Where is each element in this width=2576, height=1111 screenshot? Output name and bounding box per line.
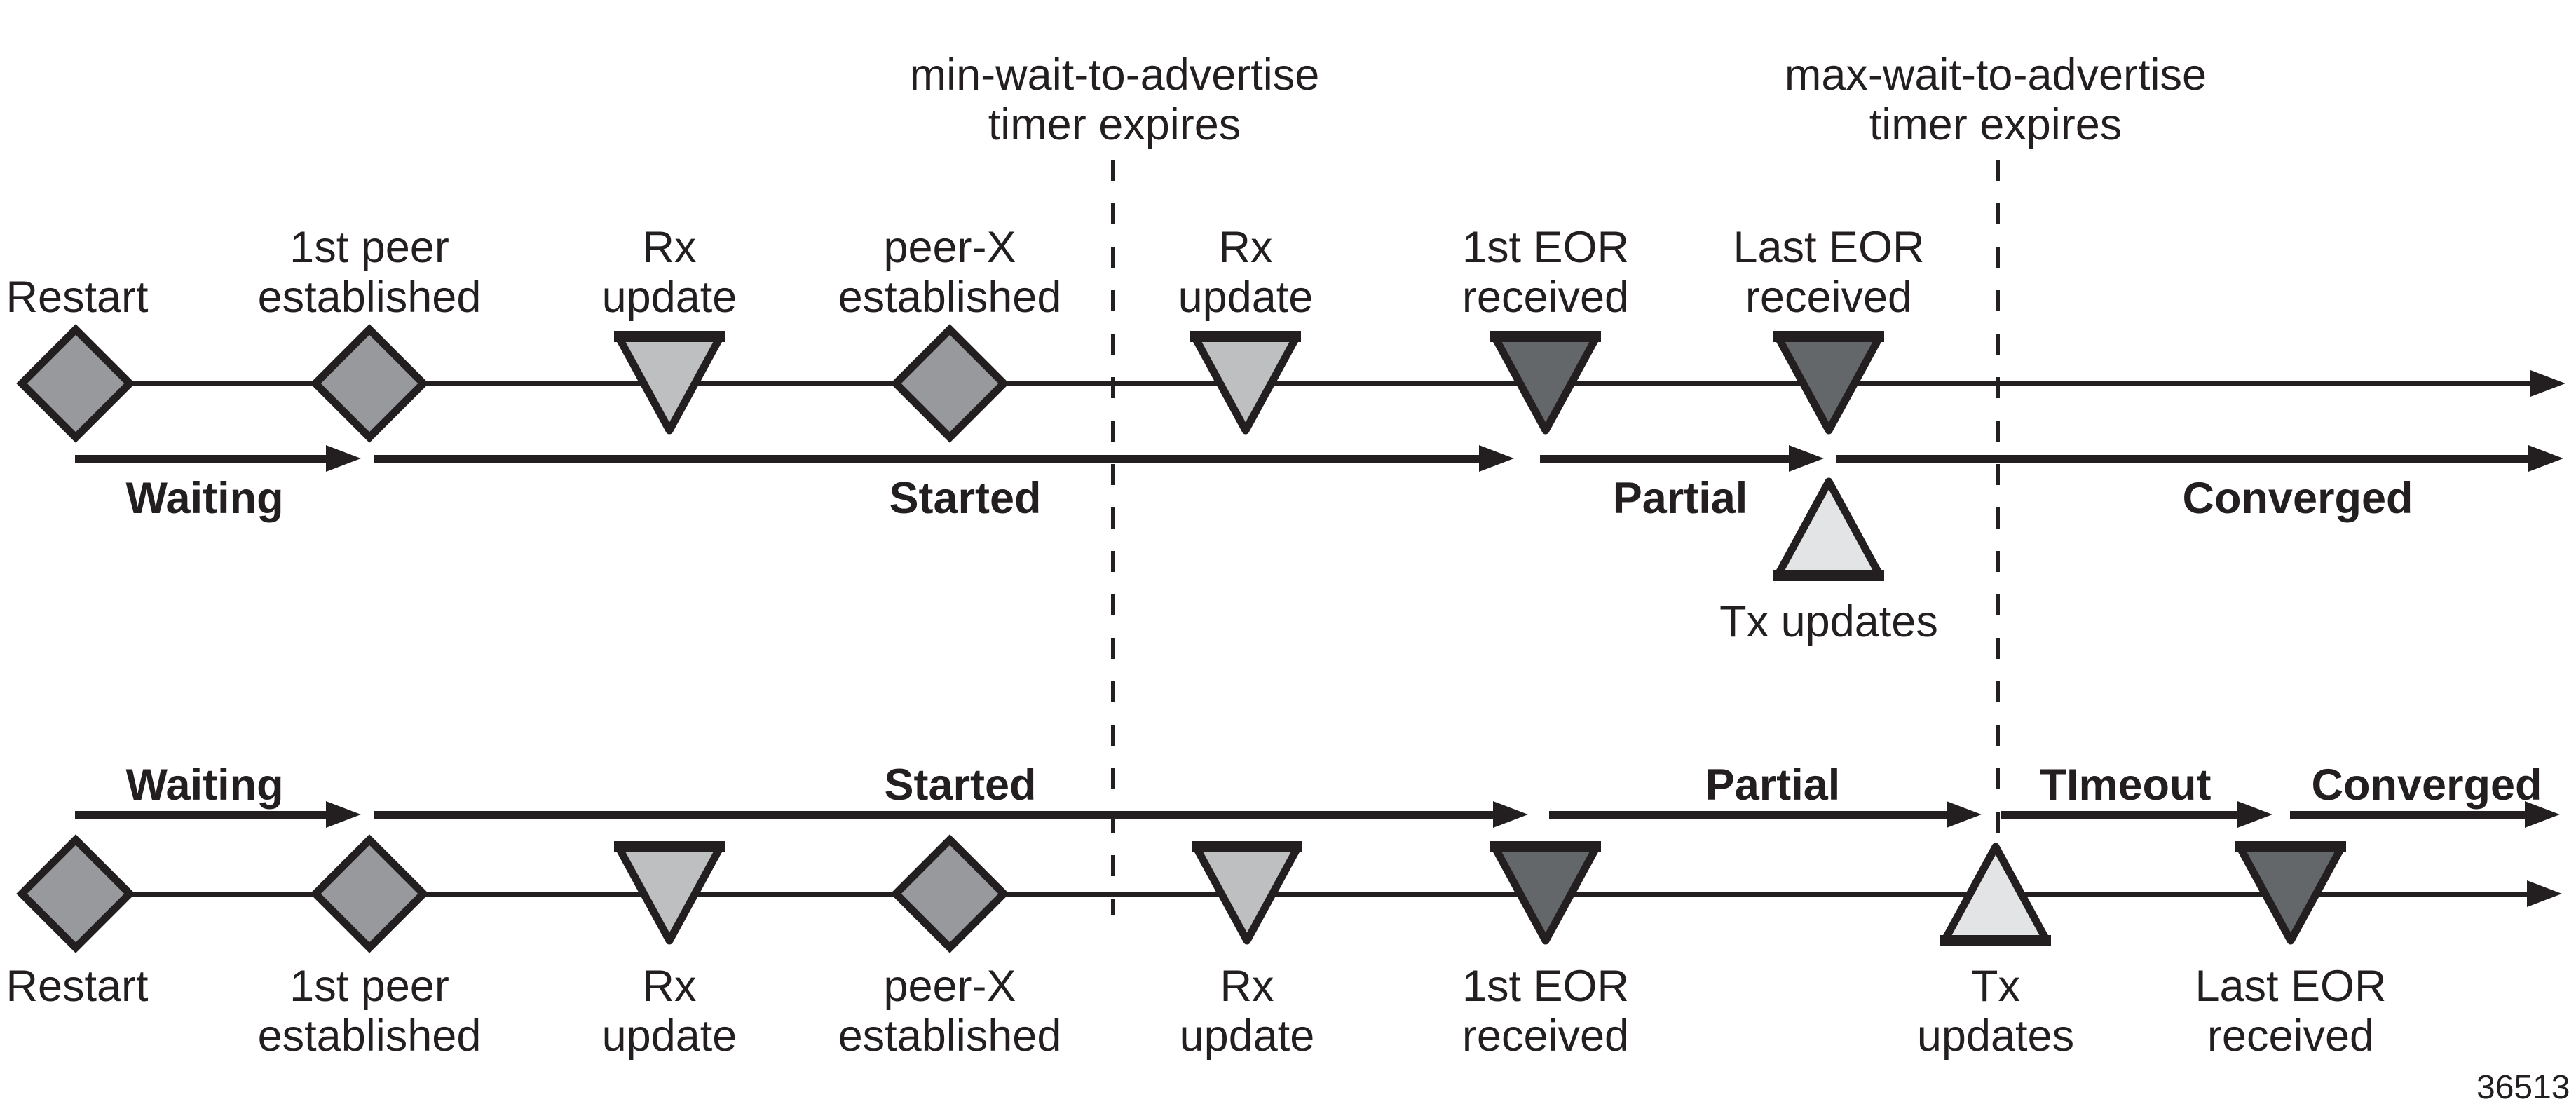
bottom-converged-arrow: [2290, 801, 2560, 828]
bottom-event-label-1st-eor: 1st EOR received: [1461, 962, 1630, 1061]
top-state-label-waiting: Waiting: [125, 474, 284, 523]
bottom-started-arrow: [374, 801, 1528, 828]
top-waiting-arrow: [75, 445, 361, 472]
bottom-event-label-rx-update-1: Rx update: [601, 962, 737, 1061]
top-event-label-rx-update-2: Rx update: [1178, 223, 1314, 322]
bottom-tx-updates-triangle-icon: [1936, 834, 2055, 953]
bottom-rx-update-2-triangle-icon: [1187, 834, 1307, 953]
top-started-arrow: [374, 445, 1514, 472]
top-rx-update-2-triangle-icon: [1186, 324, 1305, 443]
top-partial-arrow: [1540, 445, 1824, 472]
bottom-timeout-arrow: [2001, 801, 2272, 828]
top-event-label-1st-eor: 1st EOR received: [1461, 223, 1630, 322]
min-wait-timer-label: min-wait-to-advertise timer expires: [909, 50, 1320, 149]
top-event-label-peer-x: peer-X established: [838, 223, 1062, 322]
top-1st-peer-diamond-icon: [310, 324, 429, 443]
bottom-event-label-tx-updates: Tx updates: [1916, 962, 2075, 1061]
bottom-event-label-last-eor: Last EOR received: [2195, 962, 2387, 1061]
top-state-label-converged: Converged: [2182, 474, 2413, 523]
min-wait-dashed-line: [1111, 160, 1115, 915]
max-wait-timer-label: max-wait-to-advertise timer expires: [1784, 50, 2207, 149]
bottom-event-timeline: [126, 880, 2562, 907]
bottom-state-label-started: Started: [884, 761, 1037, 810]
top-restart-diamond-icon: [16, 324, 135, 443]
top-peer-x-diamond-icon: [890, 324, 1009, 443]
top-state-label-partial: Partial: [1612, 474, 1748, 523]
top-event-label-1st-peer: 1st peer established: [257, 223, 482, 322]
bottom-peer-x-diamond-icon: [890, 834, 1009, 953]
bottom-restart-diamond-icon: [16, 834, 135, 953]
top-1st-eor-triangle-icon: [1486, 324, 1605, 443]
bottom-event-label-1st-peer: 1st peer established: [257, 962, 482, 1061]
bottom-last-eor-triangle-icon: [2231, 834, 2350, 953]
bottom-rx-update-1-triangle-icon: [610, 834, 729, 953]
bottom-event-label-restart: Restart: [6, 962, 149, 1011]
bottom-1st-peer-diamond-icon: [310, 834, 429, 953]
top-last-eor-triangle-icon: [1769, 324, 1888, 443]
bottom-state-label-converged: Converged: [2311, 761, 2542, 810]
figure-number: 36513: [2476, 1069, 2570, 1106]
bottom-waiting-arrow: [75, 801, 361, 828]
top-tx-updates-triangle-icon: [1769, 469, 1888, 588]
top-event-label-rx-update-1: Rx update: [601, 223, 737, 322]
top-converged-arrow: [1836, 445, 2563, 472]
bottom-event-label-peer-x: peer-X established: [838, 962, 1062, 1061]
top-rx-update-1-triangle-icon: [610, 324, 729, 443]
bottom-state-label-waiting: Waiting: [125, 761, 284, 810]
bottom-partial-arrow: [1549, 801, 1982, 828]
bottom-state-label-partial: Partial: [1705, 761, 1841, 810]
top-event-label-restart: Restart: [6, 273, 149, 322]
bottom-event-label-rx-update-2: Rx update: [1179, 962, 1315, 1061]
bottom-state-label-timeout: TImeout: [2039, 761, 2212, 810]
top-event-timeline: [126, 370, 2565, 397]
top-state-label-started: Started: [889, 474, 1042, 523]
top-tx-updates-label: Tx updates: [1719, 597, 1938, 646]
max-wait-dashed-line: [1996, 160, 2000, 845]
top-event-label-last-eor: Last EOR received: [1733, 223, 1925, 322]
bottom-1st-eor-triangle-icon: [1486, 834, 1605, 953]
